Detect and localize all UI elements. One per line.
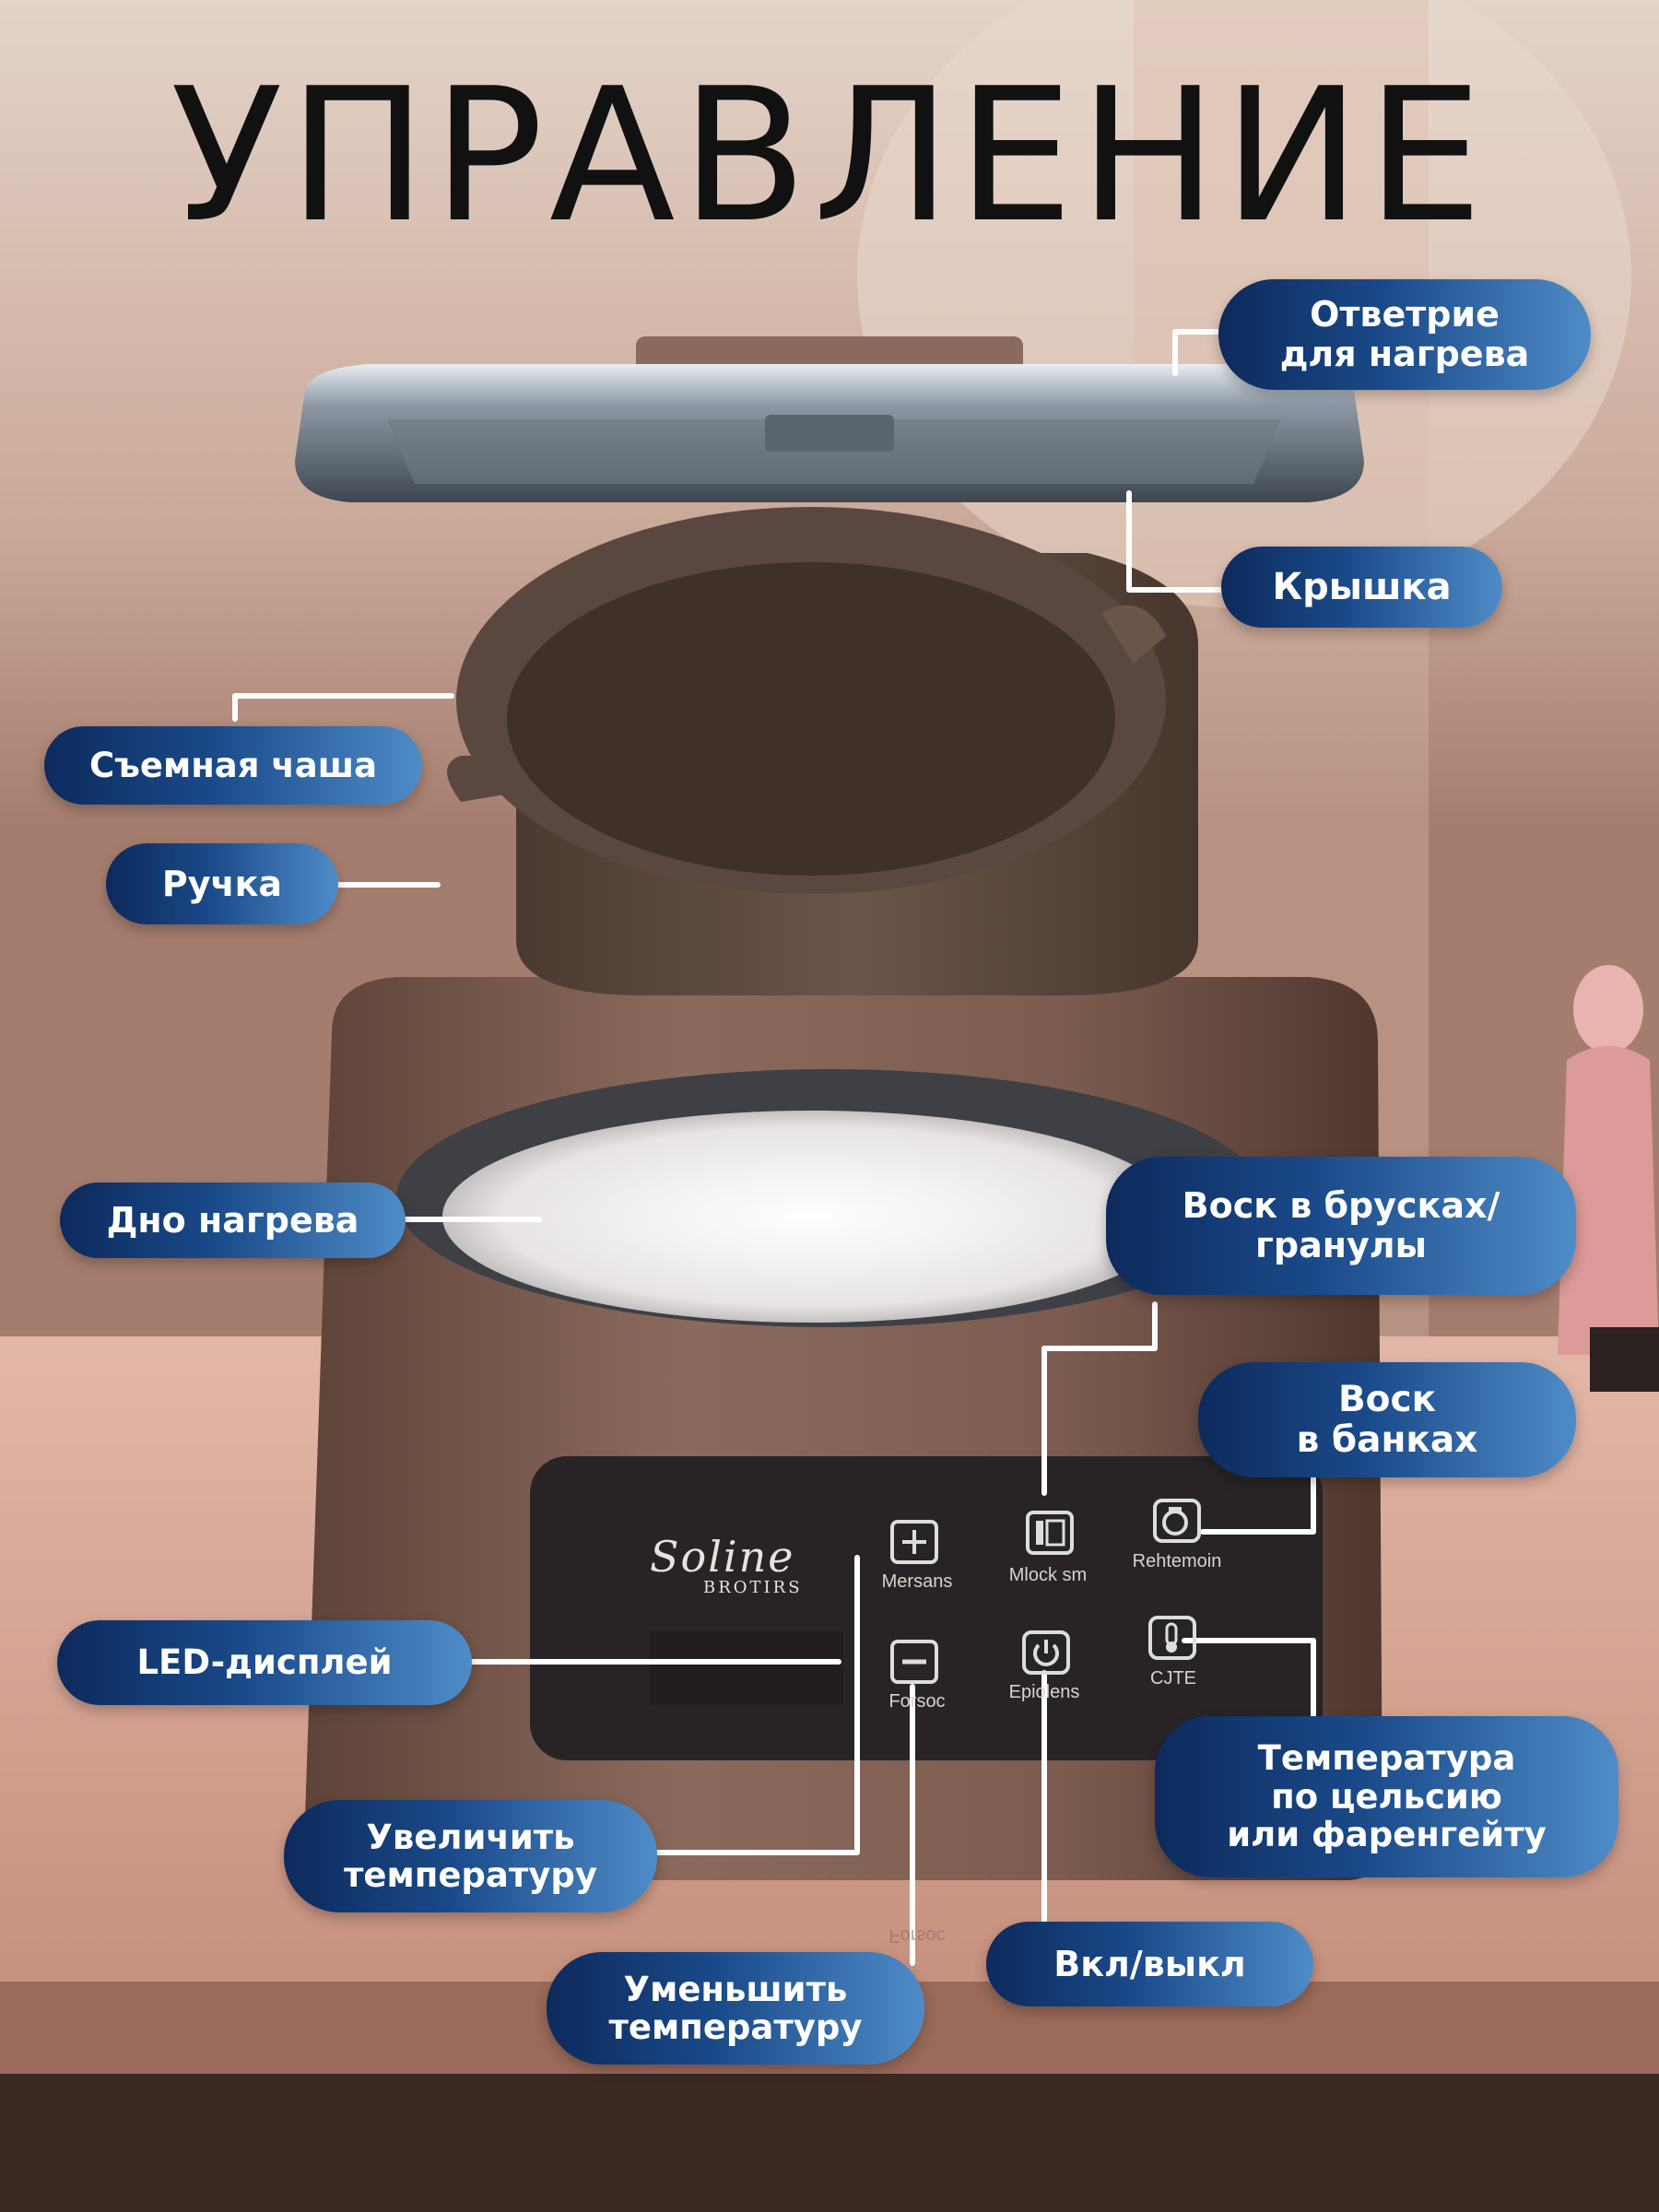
callout-wax-bars: Воск в брусках/ гранулы bbox=[1106, 1157, 1576, 1295]
callout-removable-bowl: Съемная чаша bbox=[44, 726, 422, 805]
callout-wax-jars: Воск в банках bbox=[1198, 1362, 1576, 1477]
button-label-minus: Forsoc bbox=[888, 1691, 946, 1712]
power-icon[interactable] bbox=[1021, 1630, 1071, 1676]
button-label-jar: Rehtemoin bbox=[1132, 1551, 1222, 1571]
jar-icon[interactable] bbox=[1152, 1498, 1202, 1544]
button-label-power: Epiolens bbox=[1008, 1682, 1080, 1702]
callout-led-display: LED-дисплей bbox=[57, 1620, 472, 1705]
callout-heat-opening: Ответрие для нагрева bbox=[1218, 279, 1591, 390]
brand-logo: Soline BROTIRS bbox=[650, 1532, 803, 1597]
callout-handle: Ручка bbox=[106, 843, 338, 924]
thermometer-icon[interactable] bbox=[1147, 1615, 1197, 1661]
bars-icon[interactable] bbox=[1025, 1510, 1075, 1556]
button-label-bars: Mlock sm bbox=[1008, 1565, 1088, 1585]
button-label-plus: Mersans bbox=[881, 1571, 953, 1592]
plus-icon[interactable] bbox=[889, 1519, 939, 1565]
callout-heating-bottom: Дно нагрева bbox=[60, 1182, 406, 1258]
button-label-temperature: CJTE bbox=[1150, 1668, 1196, 1688]
page-title: УПРАВЛЕНИЕ bbox=[170, 49, 1489, 264]
callout-power: Вкл/выкл bbox=[986, 1922, 1313, 2006]
callout-temperature-unit: Температура по цельсию или фаренгейту bbox=[1155, 1716, 1618, 1877]
minus-icon[interactable] bbox=[889, 1639, 939, 1685]
callout-decrease-temperature: Уменьшить температуру bbox=[547, 1952, 924, 2065]
callout-increase-temperature: Увеличить температуру bbox=[284, 1800, 657, 1912]
reflection-text: Forsoc bbox=[888, 1925, 946, 1946]
callout-lid: Крышка bbox=[1221, 547, 1502, 628]
